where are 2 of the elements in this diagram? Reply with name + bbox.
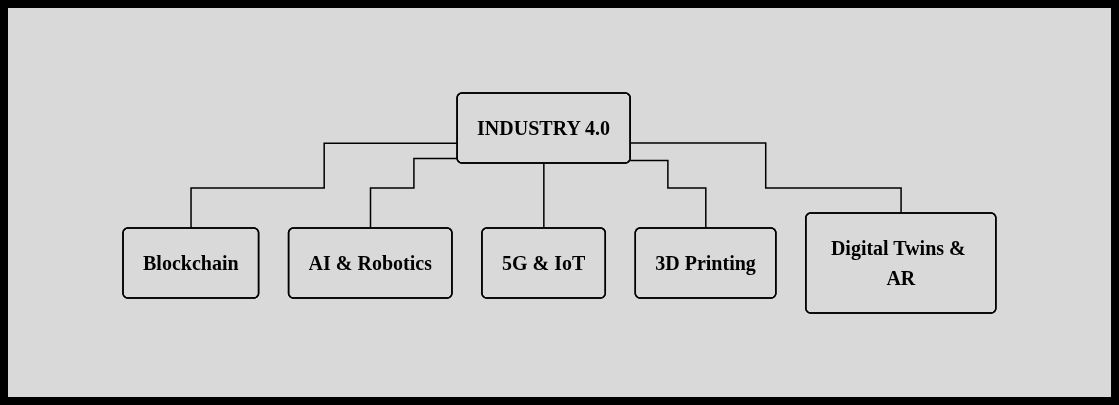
connector <box>629 159 707 229</box>
connector <box>543 162 545 229</box>
